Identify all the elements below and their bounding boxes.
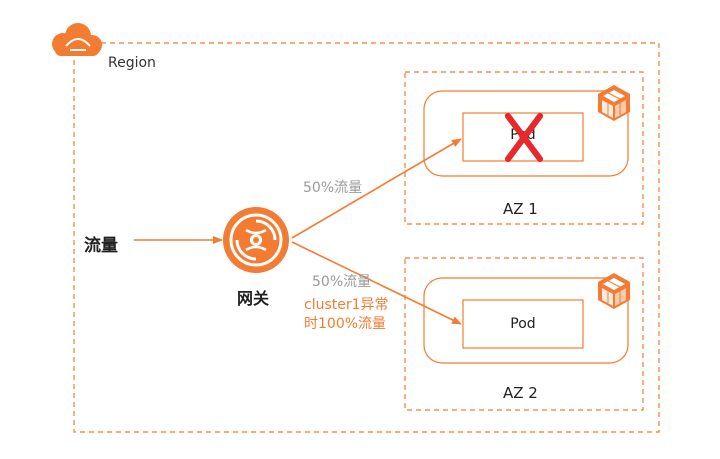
pod-label-az2: Pod (510, 316, 536, 332)
az1-label: AZ 1 (503, 200, 538, 218)
cloud-icon (52, 23, 102, 56)
az2-label: AZ 2 (503, 384, 538, 402)
cluster-cube-icon (598, 85, 630, 121)
gateway-icon (223, 207, 289, 273)
region-label: Region (108, 55, 156, 71)
az1-boundary (404, 71, 644, 225)
pod-label-az1: Pod (510, 127, 536, 143)
region-boundary (73, 42, 660, 433)
route-label-az1: 50%流量 (303, 180, 363, 196)
gateway-label: 网关 (237, 289, 270, 308)
failover-line-2: 时100%流量 (304, 316, 387, 332)
az2-boundary (404, 257, 644, 411)
failover-note: cluster1异常 时100%流量 (304, 296, 389, 334)
az2-pod (462, 299, 584, 349)
route-label-az2: 50%流量 (312, 274, 372, 290)
route-arrow-az1 (291, 138, 462, 239)
traffic-label: 流量 (84, 236, 118, 256)
route-arrow-az2 (291, 241, 462, 325)
cluster-cube-icon (598, 273, 630, 309)
failover-line-1: cluster1异常 (304, 297, 389, 313)
